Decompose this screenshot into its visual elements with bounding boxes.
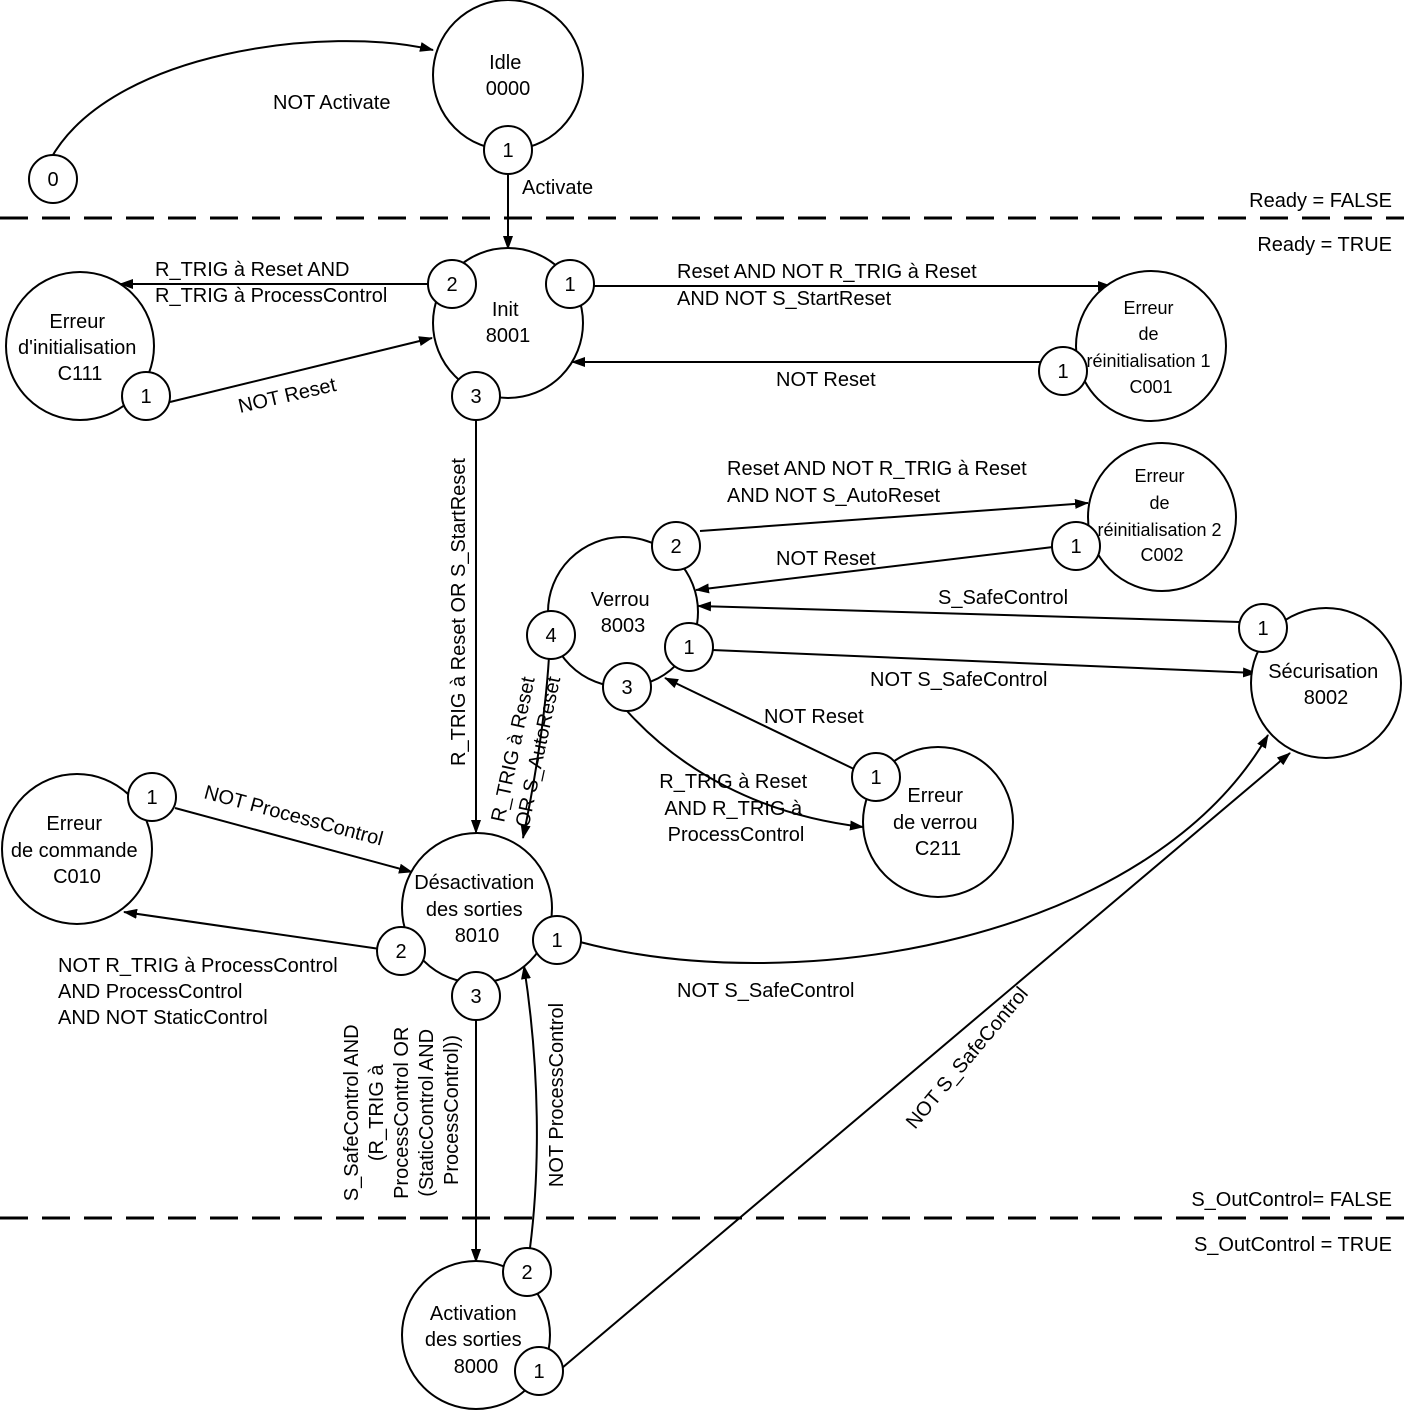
zone-ready-true: Ready = TRUE bbox=[1257, 234, 1392, 256]
transition-errinit-to-init bbox=[169, 336, 433, 403]
state-desact-label: Désactivation des sorties 8010 bbox=[414, 872, 540, 947]
port-err-reinit2-1: 1 bbox=[1051, 521, 1101, 571]
label-desact-to-secur: NOT S_SafeControl bbox=[677, 980, 855, 1002]
label-reinit1-to-init: NOT Reset bbox=[776, 369, 876, 391]
svg-text:3: 3 bbox=[470, 986, 481, 1008]
port-init-1: 1 bbox=[545, 259, 595, 309]
label-verrou-to-secur: NOT S_SafeControl bbox=[870, 669, 1048, 691]
port-verrou-2: 2 bbox=[651, 521, 701, 571]
state-act bbox=[401, 1260, 551, 1410]
transition-secur-to-verrou bbox=[697, 601, 1241, 623]
label-not-activate: NOT Activate bbox=[273, 92, 390, 114]
port-verrou-1: 1 bbox=[664, 622, 714, 672]
port-desact-2: 2 bbox=[376, 926, 426, 976]
label-init-to-reinit1: Reset AND NOT R_TRIG à Reset AND NOT S_S… bbox=[677, 261, 982, 310]
svg-text:1: 1 bbox=[564, 274, 575, 296]
label-activate: Activate bbox=[522, 177, 593, 199]
label-verrou-to-reinit2: Reset AND NOT R_TRIG à Reset AND NOT S_A… bbox=[727, 458, 1032, 507]
label-errinit-to-init: NOT Reset bbox=[236, 374, 338, 418]
port-act-1: 1 bbox=[514, 1346, 564, 1396]
port-err-reinit1-1: 1 bbox=[1038, 346, 1088, 396]
state-err-verrou bbox=[862, 746, 1014, 898]
transition-desact-to-errcmd bbox=[123, 908, 381, 950]
label-reinit2-to-verrou: NOT Reset bbox=[776, 548, 876, 570]
svg-text:1: 1 bbox=[551, 930, 562, 952]
svg-text:1: 1 bbox=[683, 637, 694, 659]
state-securisation bbox=[1250, 607, 1402, 759]
state-securisation-label: Sécurisation 8002 bbox=[1268, 661, 1384, 709]
state-init-label: Init 8001 bbox=[486, 299, 531, 347]
svg-text:2: 2 bbox=[395, 941, 406, 963]
transition-desact-to-secur bbox=[579, 734, 1269, 964]
svg-text:1: 1 bbox=[1257, 618, 1268, 640]
state-err-reinit1 bbox=[1075, 270, 1227, 422]
svg-text:1: 1 bbox=[870, 767, 881, 789]
label-act-to-secur: NOT S_SafeControl bbox=[902, 983, 1033, 1133]
transition-verrou-to-errverrou bbox=[626, 710, 864, 831]
label-init-to-errinit: R_TRIG à Reset AND R_TRIG à ProcessContr… bbox=[155, 259, 387, 307]
port-err-verrou-1: 1 bbox=[851, 752, 901, 802]
zone-outcontrol-false: S_OutControl= FALSE bbox=[1191, 1189, 1392, 1211]
svg-text:1: 1 bbox=[140, 386, 151, 408]
transition-verrou-to-desact bbox=[520, 656, 550, 839]
label-secur-to-verrou: S_SafeControl bbox=[938, 587, 1068, 609]
state-err-reinit1-label: Erreur de réinitialisation 1 C001 bbox=[1086, 298, 1215, 397]
transition-verrou-to-reinit2 bbox=[699, 498, 1089, 532]
svg-text:1: 1 bbox=[533, 1361, 544, 1383]
svg-text:2: 2 bbox=[446, 274, 457, 296]
label-errverrou-to-verrou: NOT Reset bbox=[764, 706, 864, 728]
state-err-reinit2-label: Erreur de réinitialisation 2 C002 bbox=[1097, 466, 1226, 565]
transition-act-to-desact bbox=[521, 965, 538, 1249]
state-err-reinit2 bbox=[1087, 442, 1237, 592]
svg-text:3: 3 bbox=[470, 386, 481, 408]
state-verrou-label: Verrou 8003 bbox=[591, 589, 656, 637]
transition-errverrou-to-verrou bbox=[664, 677, 857, 771]
state-err-cmd-label: Erreur de commande C010 bbox=[11, 813, 143, 888]
port-desact-1: 1 bbox=[532, 915, 582, 965]
state-idle-label: Idle 0000 bbox=[486, 52, 531, 100]
label-desact-to-errcmd: NOT R_TRIG à ProcessControl AND ProcessC… bbox=[58, 955, 343, 1029]
port-err-cmd-1: 1 bbox=[127, 772, 177, 822]
port-err-init-1: 1 bbox=[121, 371, 171, 421]
state-act-label: Activation des sorties 8000 bbox=[425, 1303, 527, 1378]
transition-reinit2-to-verrou bbox=[695, 546, 1054, 594]
label-verrou-to-errverrou: R_TRIG à Reset AND R_TRIG à ProcessContr… bbox=[659, 771, 812, 846]
state-err-init-label: Erreur d'initialisation C111 bbox=[18, 311, 142, 385]
port-secur-1: 1 bbox=[1238, 603, 1288, 653]
svg-text:1: 1 bbox=[1057, 361, 1068, 383]
svg-text:1: 1 bbox=[146, 787, 157, 809]
transition-errcmd-to-desact bbox=[174, 807, 413, 874]
svg-text:2: 2 bbox=[521, 1262, 532, 1284]
transition-act-to-secur bbox=[561, 752, 1291, 1369]
port-init-3: 3 bbox=[451, 371, 501, 421]
svg-text:1: 1 bbox=[1070, 536, 1081, 558]
state-err-cmd bbox=[1, 773, 153, 925]
label-verrou-to-desact: R_TRIG à Reset OR S_AutoReset bbox=[487, 669, 565, 829]
svg-text:0: 0 bbox=[47, 169, 58, 191]
port-start: 0 bbox=[28, 154, 78, 204]
svg-text:3: 3 bbox=[621, 677, 632, 699]
state-err-init bbox=[5, 271, 155, 421]
port-act-2: 2 bbox=[502, 1247, 552, 1297]
label-init-to-desact: R_TRIG à Reset OR S_StartReset bbox=[448, 458, 470, 766]
svg-text:1: 1 bbox=[502, 140, 513, 162]
label-act-to-desact: NOT ProcessControl bbox=[546, 1003, 568, 1187]
zone-outcontrol-true: S_OutControl = TRUE bbox=[1194, 1234, 1392, 1256]
port-init-2: 2 bbox=[427, 259, 477, 309]
label-desact-to-act: S_SafeControl AND (R_TRIG à ProcessContr… bbox=[341, 1019, 463, 1201]
port-idle-1: 1 bbox=[483, 125, 533, 175]
state-err-verrou-label: Erreur de verrou C211 bbox=[893, 785, 983, 860]
port-desact-3: 3 bbox=[451, 971, 501, 1021]
zone-ready-false: Ready = FALSE bbox=[1249, 190, 1392, 212]
port-verrou-3: 3 bbox=[602, 662, 652, 712]
transition-start-to-idle bbox=[49, 40, 434, 161]
svg-text:4: 4 bbox=[545, 625, 556, 647]
port-verrou-4: 4 bbox=[526, 610, 576, 660]
transition-verrou-to-secur bbox=[711, 649, 1257, 678]
svg-text:2: 2 bbox=[670, 536, 681, 558]
